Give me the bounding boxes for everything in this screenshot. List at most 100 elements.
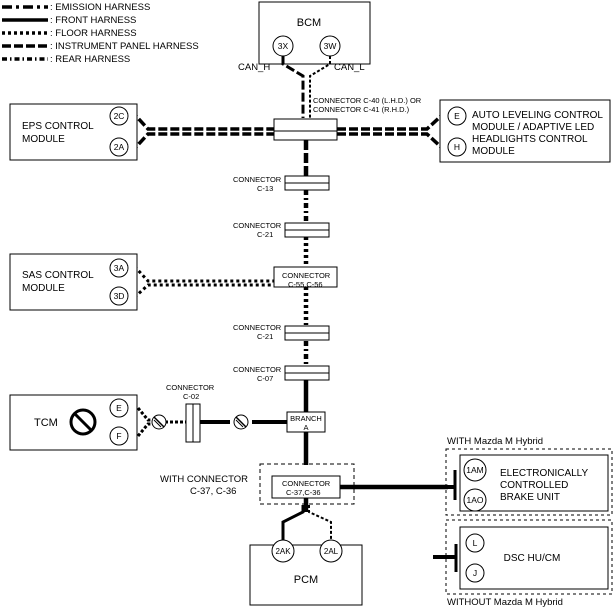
ebu-label-line2: CONTROLLED xyxy=(500,480,568,491)
dsc-pin-j-label: J xyxy=(473,568,477,578)
legend-label-emission: : EMISSION HARNESS xyxy=(50,2,150,13)
connector-main-line2: CONNECTOR C-41 (R.H.D.) xyxy=(313,105,410,114)
pcm-module: PCM 2AK 2AL xyxy=(249,539,363,606)
connector-c02-line2: C-02 xyxy=(183,392,199,401)
connector-c37-c36-line2: C-37,C-36 xyxy=(286,488,321,497)
auto-leveling-pin-h-label: H xyxy=(454,142,460,152)
pcm-pin-2al xyxy=(319,539,343,563)
eps-label-line2: MODULE xyxy=(22,134,65,145)
tcm-pin-f xyxy=(109,426,129,446)
eps-pin-2a xyxy=(109,137,129,157)
with-hybrid-label: WITH Mazda M Hybrid xyxy=(447,436,543,447)
pcm-pin-2al-label: 2AL xyxy=(324,547,339,556)
connector-c21-lower-line2: C-21 xyxy=(257,332,273,341)
connector-c55-c56-line1: CONNECTOR xyxy=(282,271,331,280)
terminating-resistor-icon xyxy=(151,414,167,430)
with-connector-line1: WITH CONNECTOR xyxy=(160,474,248,485)
legend-label-front: : FRONT HARNESS xyxy=(50,15,136,26)
dsc-hu-cm-module: L J DSC HU/CM xyxy=(459,526,609,590)
eps-pin-2a-label: 2A xyxy=(114,142,125,152)
auto-leveling-label-line3: HEADLIGHTS CONTROL xyxy=(472,134,588,145)
connector-c37-c36: CONNECTOR C-37,C-36 WITH CONNECTOR C-37,… xyxy=(160,463,355,505)
legend-item-floor: : FLOOR HARNESS xyxy=(2,28,137,39)
sas-pin-3d-label: 3D xyxy=(114,291,125,301)
legend-label-floor: : FLOOR HARNESS xyxy=(50,28,137,39)
bcm-label: BCM xyxy=(297,17,321,29)
connector-c07-line1: CONNECTOR xyxy=(233,365,282,374)
legend-item-front: : FRONT HARNESS xyxy=(2,15,136,26)
non-hybrid-group: L J DSC HU/CM WITHOUT Mazda M Hybrid xyxy=(433,519,613,607)
connector-c21-lower: CONNECTOR C-21 xyxy=(233,323,330,341)
sas-pin-3a-label: 3A xyxy=(114,263,125,273)
auto-leveling-pin-e xyxy=(447,106,467,126)
dsc-pin-l xyxy=(465,533,485,553)
tcm-wiring xyxy=(128,406,287,438)
ebu-label-line3: BRAKE UNIT xyxy=(500,492,560,503)
legend-item-emission: : EMISSION HARNESS xyxy=(2,2,150,13)
tcm-pin-e-label: E xyxy=(116,403,122,413)
connector-c13: CONNECTOR C-13 xyxy=(233,175,330,193)
connector-c21-upper-line2: C-21 xyxy=(257,230,273,239)
auto-leveling-pin-e-label: E xyxy=(454,111,460,121)
dsc-pin-j xyxy=(465,563,485,583)
eps-pin-2c-label: 2C xyxy=(114,111,125,121)
connector-c21-lower-line1: CONNECTOR xyxy=(233,323,282,332)
terminating-resistor-icon xyxy=(233,414,249,430)
electronically-controlled-brake-unit: 1AM 1AO ELECTRONICALLY CONTROLLED BRAKE … xyxy=(459,454,609,512)
with-connector-line2: C-37, C-36 xyxy=(190,486,236,497)
pcm-label: PCM xyxy=(294,574,318,586)
auto-leveling-label-line2: MODULE / ADAPTIVE LED xyxy=(472,122,594,133)
auto-leveling-label-line1: AUTO LEVELING CONTROL xyxy=(472,110,603,121)
hybrid-group: WITH Mazda M Hybrid 1AM 1AO ELECTRONICAL… xyxy=(445,436,613,516)
sas-label-line1: SAS CONTROL xyxy=(22,270,94,281)
prohibited-icon xyxy=(69,408,97,436)
pcm-wiring xyxy=(281,505,332,540)
ebu-pin-1ao xyxy=(463,488,487,512)
ebu-pin-1am-label: 1AM xyxy=(466,465,483,475)
connector-c21-upper-line1: CONNECTOR xyxy=(233,221,282,230)
ebu-pin-1am xyxy=(463,458,487,482)
auto-leveling-label-line4: MODULE xyxy=(472,146,515,157)
branch-a-line2: A xyxy=(303,423,308,432)
tcm-pin-e xyxy=(109,398,129,418)
connector-c02-line1: CONNECTOR xyxy=(166,383,215,392)
connector-main xyxy=(273,118,338,141)
bcm-module: BCM 3X 3W xyxy=(258,1,371,65)
main-trunk-wiring xyxy=(303,140,448,512)
legend-label-rear: : REAR HARNESS xyxy=(50,54,130,65)
eps-wiring xyxy=(128,114,274,149)
branch-a: BRANCH A xyxy=(286,411,326,433)
eps-control-module: EPS CONTROL MODULE 2C 2A xyxy=(9,103,138,161)
auto-leveling-wiring xyxy=(337,114,448,149)
sas-control-module: SAS CONTROL MODULE 3A 3D xyxy=(9,253,138,311)
connector-c55-c56: CONNECTOR C-55,C-56 xyxy=(273,266,338,289)
connector-c13-line1: CONNECTOR xyxy=(233,175,282,184)
without-hybrid-label: WITHOUT Mazda M Hybrid xyxy=(447,597,563,607)
dsc-pin-l-label: L xyxy=(473,538,478,548)
bcm-pin-3x-label: 3X xyxy=(278,41,289,51)
connector-c02: CONNECTOR C-02 xyxy=(166,383,215,443)
auto-leveling-control-module: E H AUTO LEVELING CONTROL MODULE / ADAPT… xyxy=(439,99,611,163)
connector-c07-line2: C-07 xyxy=(257,374,273,383)
auto-leveling-pin-h xyxy=(447,137,467,157)
ebu-pin-1ao-label: 1AO xyxy=(466,495,483,505)
bcm-pin-3w-label: 3W xyxy=(324,41,337,51)
tcm-label: TCM xyxy=(34,417,58,429)
sas-pin-3a xyxy=(109,258,129,278)
connector-c21-upper: CONNECTOR C-21 xyxy=(233,221,330,239)
ebu-label-line1: ELECTRONICALLY xyxy=(500,468,589,479)
connector-main-line1: CONNECTOR C-40 (L.H.D.) OR xyxy=(313,96,422,105)
connector-c07: CONNECTOR C-07 xyxy=(233,365,330,383)
can-l-label: CAN_L xyxy=(334,62,365,73)
branch-a-line1: BRANCH xyxy=(290,414,322,423)
legend-label-instrument-panel: : INSTRUMENT PANEL HARNESS xyxy=(50,41,199,52)
sas-wiring xyxy=(128,266,274,298)
legend-item-instrument-panel: : INSTRUMENT PANEL HARNESS xyxy=(2,41,199,52)
bcm-wiring xyxy=(281,56,331,118)
eps-pin-2c xyxy=(109,106,129,126)
connector-c13-line2: C-13 xyxy=(257,184,273,193)
can-h-label: CAN_H xyxy=(238,62,270,73)
tcm-module: TCM E F xyxy=(9,394,138,451)
eps-label-line1: EPS CONTROL xyxy=(22,121,94,132)
